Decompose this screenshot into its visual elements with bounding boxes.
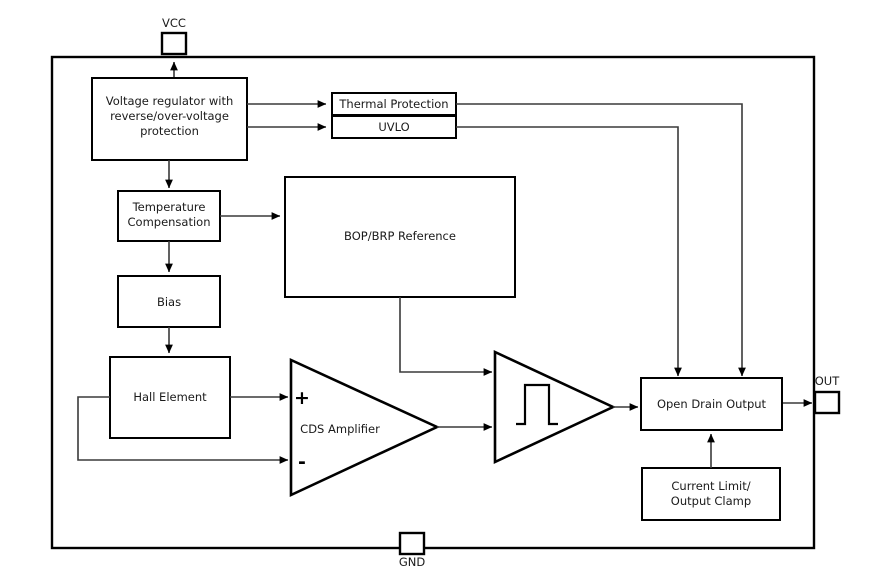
wire-uvlo-to-output: [456, 126, 682, 377]
amplifier-inverting-sign: -: [298, 451, 306, 473]
open-drain-output-label: Open Drain Output: [657, 397, 767, 411]
hysteresis-icon: [516, 383, 558, 426]
block-cds-amplifier[interactable]: [289, 357, 441, 498]
voltage-regulator-label-line-2: reverse/over-voltage: [110, 109, 229, 123]
temperature-compensation-label-line-1: Temperature: [132, 200, 206, 214]
pin-out[interactable]: [813, 390, 841, 415]
thermal-protection-label: Thermal Protection: [338, 97, 448, 111]
block-bop-brp-reference[interactable]: [284, 176, 516, 298]
current-limit-label-line-1: Current Limit/: [671, 479, 750, 493]
pin-vcc-label: VCC: [162, 16, 186, 30]
wire-hall-feedback-to-amp-minus: [77, 396, 289, 464]
block-open-drain-output[interactable]: [640, 377, 783, 431]
voltage-regulator-label-line-1: Voltage regulator with: [106, 94, 234, 108]
pin-gnd[interactable]: [398, 531, 426, 556]
temperature-compensation-label-line-2: Compensation: [128, 215, 211, 229]
device-boundary: [50, 55, 816, 550]
pin-out-label: OUT: [815, 374, 840, 388]
pin-gnd-label: GND: [399, 555, 426, 569]
pin-vcc[interactable]: [160, 31, 188, 56]
block-voltage-regulator[interactable]: [91, 77, 248, 161]
bop-brp-reference-label: BOP/BRP Reference: [344, 229, 456, 243]
block-current-limit[interactable]: [641, 467, 781, 521]
uvlo-label: UVLO: [378, 120, 409, 134]
hall-element-label: Hall Element: [133, 390, 207, 404]
block-schmitt-trigger[interactable]: [493, 349, 617, 465]
cds-amplifier-label: CDS Amplifier: [300, 422, 380, 436]
wire-bopbrp-to-schmitt: [399, 297, 493, 376]
voltage-regulator-label-line-3: protection: [140, 124, 199, 138]
amplifier-noninverting-sign: +: [294, 387, 310, 409]
current-limit-label-line-2: Output Clamp: [671, 494, 751, 508]
wire-thermal-to-output: [456, 103, 746, 377]
bias-label: Bias: [157, 295, 181, 309]
